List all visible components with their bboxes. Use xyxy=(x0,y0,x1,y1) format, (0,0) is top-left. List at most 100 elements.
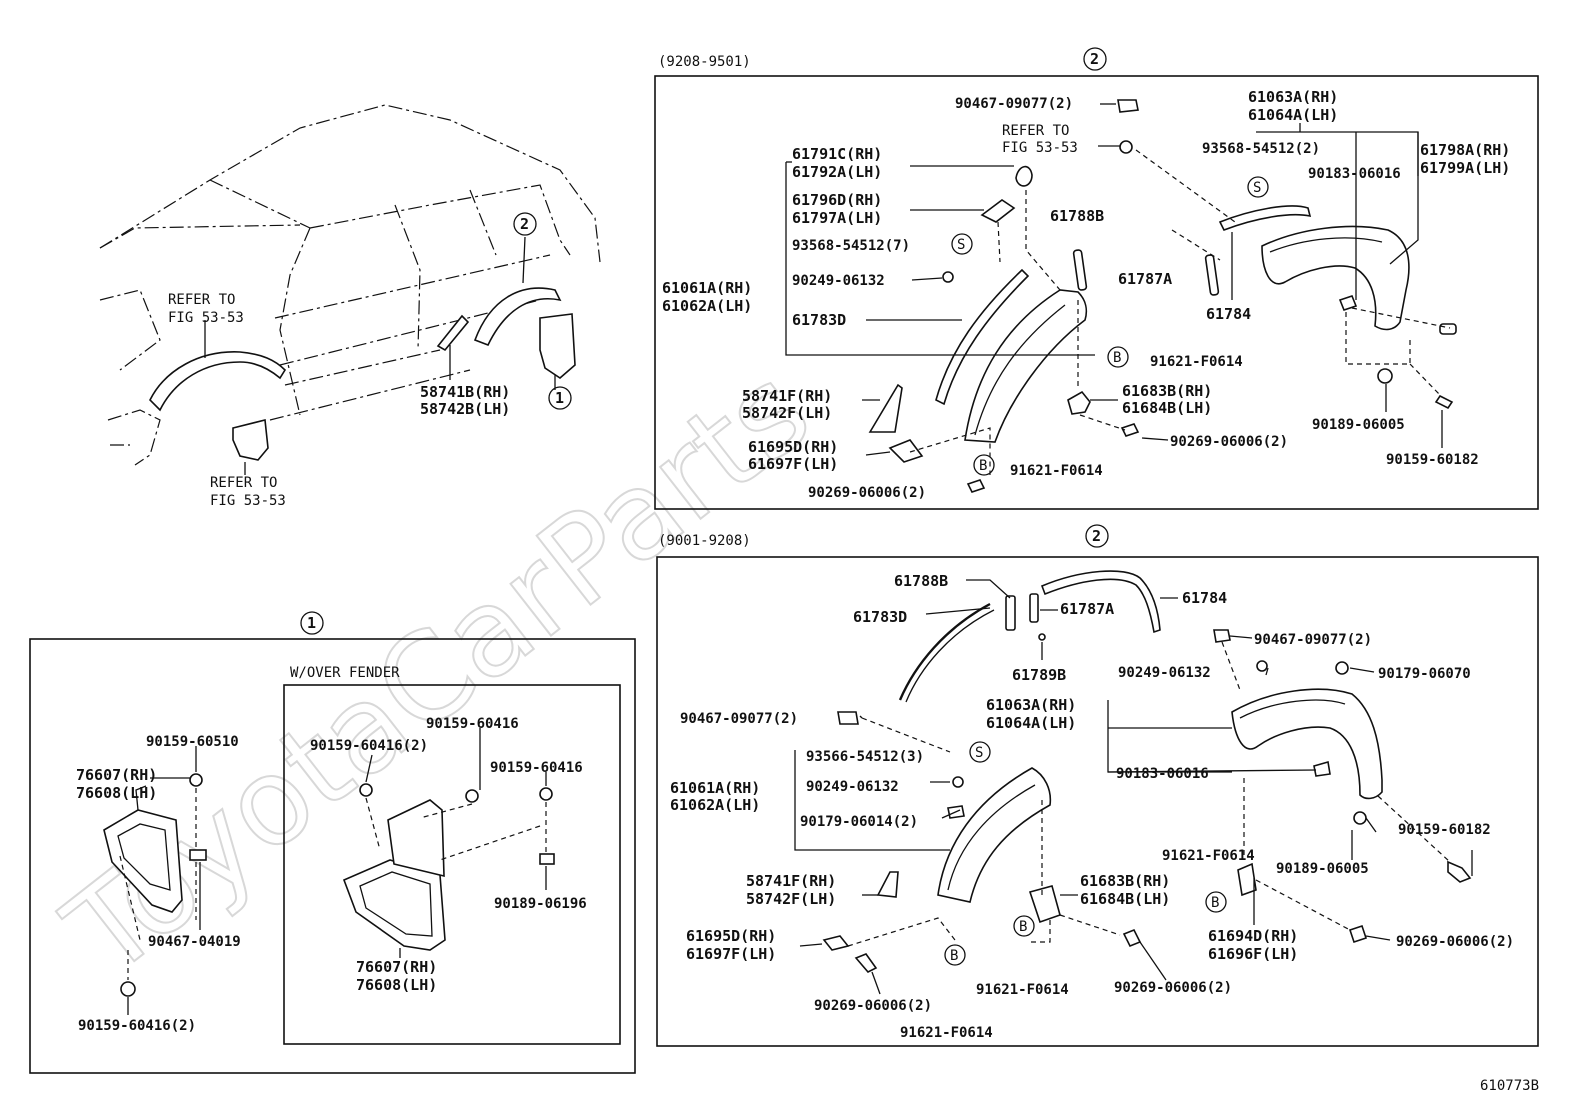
top-label-58741f[interactable]: 58741F(RH) xyxy=(742,387,832,405)
top-label-90159[interactable]: 90159-60182 xyxy=(1386,452,1479,468)
top-strip-61788b xyxy=(1072,249,1088,291)
top-label-61064a[interactable]: 61064A(LH) xyxy=(1248,106,1338,124)
top-label-61683b[interactable]: 61683B(RH) xyxy=(1122,382,1212,400)
top-label-61784[interactable]: 61784 xyxy=(1206,305,1251,323)
flap-label-90467-04019[interactable]: 90467-04019 xyxy=(148,934,241,950)
top-label-61792a[interactable]: 61792A(LH) xyxy=(792,163,882,181)
top-label-61787a[interactable]: 61787A xyxy=(1118,270,1172,288)
bottom-label-61061a[interactable]: 61061A(RH) xyxy=(670,779,760,797)
bottom-label-61064a[interactable]: 61064A(LH) xyxy=(986,714,1076,732)
top-label-93568-2[interactable]: 93568-54512(2) xyxy=(1202,141,1320,157)
bottom-label-93566[interactable]: 93566-54512(3) xyxy=(806,749,924,765)
front-over-fender xyxy=(149,351,287,412)
bottom-label-61684b[interactable]: 61684B(LH) xyxy=(1080,890,1170,908)
top-label-61684b[interactable]: 61684B(LH) xyxy=(1122,399,1212,417)
bottom-label-90269-b[interactable]: 90269-06006(2) xyxy=(1114,980,1232,996)
flap-label-90159-60416-2-left[interactable]: 90159-60416(2) xyxy=(78,1018,196,1034)
top-label-61798a[interactable]: 61798A(RH) xyxy=(1420,141,1510,159)
bottom-mark-b3: B xyxy=(944,944,966,966)
top-label-90269-a[interactable]: 90269-06006(2) xyxy=(1170,434,1288,450)
svg-text:B: B xyxy=(1019,919,1027,935)
bottom-label-61789b[interactable]: 61789B xyxy=(1012,666,1066,684)
bottom-screw-90249b xyxy=(952,776,964,788)
top-label-61061a[interactable]: 61061A(RH) xyxy=(662,279,752,297)
refer-bottom-line2[interactable]: FIG 53-53 xyxy=(210,493,286,509)
top-label-93568-7[interactable]: 93568-54512(7) xyxy=(792,238,910,254)
bottom-panel-labels: 61788B 61784 61783D 61787A 90467-09077(2… xyxy=(670,572,1514,1041)
bottom-label-90159[interactable]: 90159-60182 xyxy=(1398,822,1491,838)
flap-label-90159-60416-b[interactable]: 90159-60416 xyxy=(490,760,583,776)
bottom-label-61695d[interactable]: 61695D(RH) xyxy=(686,927,776,945)
bottom-label-90179-a[interactable]: 90179-06070 xyxy=(1378,666,1471,682)
top-label-61796d[interactable]: 61796D(RH) xyxy=(792,191,882,209)
top-label-58742f[interactable]: 58742F(LH) xyxy=(742,404,832,422)
bottom-panel-58741f xyxy=(876,871,899,898)
bottom-label-91621-a[interactable]: 91621-F0614 xyxy=(1162,848,1255,864)
bottom-label-61788b[interactable]: 61788B xyxy=(894,572,948,590)
top-label-61783d[interactable]: 61783D xyxy=(792,311,846,329)
top-label-91621-a[interactable]: 91621-F0614 xyxy=(1150,354,1243,370)
bottom-label-61683b[interactable]: 61683B(RH) xyxy=(1080,872,1170,890)
top-label-90189[interactable]: 90189-06005 xyxy=(1312,417,1405,433)
top-label-refer2[interactable]: FIG 53-53 xyxy=(1002,140,1078,156)
bottom-label-90467-a[interactable]: 90467-09077(2) xyxy=(1254,632,1372,648)
flap-label-90189-06196[interactable]: 90189-06196 xyxy=(494,896,587,912)
bottom-moulding-61783d xyxy=(898,602,991,701)
bottom-label-61783d[interactable]: 61783D xyxy=(853,608,907,626)
bottom-label-90269-c[interactable]: 90269-06006(2) xyxy=(814,998,932,1014)
overview-callout-1[interactable]: 1 xyxy=(548,386,572,410)
top-label-61788b[interactable]: 61788B xyxy=(1050,207,1104,225)
bottom-label-61696f[interactable]: 61696F(LH) xyxy=(1208,945,1298,963)
bottom-label-91621-c[interactable]: 91621-F0614 xyxy=(900,1025,993,1041)
top-label-61799a[interactable]: 61799A(LH) xyxy=(1420,159,1510,177)
bottom-label-90467-b[interactable]: 90467-09077(2) xyxy=(680,711,798,727)
top-label-61063a[interactable]: 61063A(RH) xyxy=(1248,88,1338,106)
bottom-label-58742f[interactable]: 58742F(LH) xyxy=(746,890,836,908)
top-label-61062a[interactable]: 61062A(LH) xyxy=(662,297,752,315)
top-label-61797a[interactable]: 61797A(LH) xyxy=(792,209,882,227)
flap-label-76608-left[interactable]: 76608(LH) xyxy=(76,784,157,802)
top-label-61695d[interactable]: 61695D(RH) xyxy=(748,438,838,456)
flap-label-76607-right[interactable]: 76607(RH) xyxy=(356,958,437,976)
bottom-label-61694d[interactable]: 61694D(RH) xyxy=(1208,927,1298,945)
bottom-label-61787a[interactable]: 61787A xyxy=(1060,600,1114,618)
top-rail-61784 xyxy=(1218,205,1312,232)
top-label-90183[interactable]: 90183-06016 xyxy=(1308,166,1401,182)
top-label-90269-b[interactable]: 90269-06006(2) xyxy=(808,485,926,501)
bottom-label-90183[interactable]: 90183-06016 xyxy=(1116,766,1209,782)
bottom-label-61697f[interactable]: 61697F(LH) xyxy=(686,945,776,963)
flap-label-76608-right[interactable]: 76608(LH) xyxy=(356,976,437,994)
front-mudflap xyxy=(232,419,269,461)
refer-bottom-line1[interactable]: REFER TO xyxy=(210,475,277,491)
refer-top-line2[interactable]: FIG 53-53 xyxy=(168,310,244,326)
part-58741b-label[interactable]: 58741B(RH) xyxy=(420,383,510,401)
bottom-label-61063a[interactable]: 61063A(RH) xyxy=(986,696,1076,714)
left-mudflap xyxy=(103,809,183,913)
top-panel-parts xyxy=(785,99,1457,493)
top-label-91621-b[interactable]: 91621-F0614 xyxy=(1010,463,1103,479)
top-label-90467-09077[interactable]: 90467-09077(2) xyxy=(955,96,1073,112)
part-58742b-label[interactable]: 58742B(LH) xyxy=(420,400,510,418)
bottom-label-90249-b[interactable]: 90249-06132 xyxy=(806,779,899,795)
flap-label-90159-60510[interactable]: 90159-60510 xyxy=(146,734,239,750)
flap-label-90159-60416-2-right[interactable]: 90159-60416(2) xyxy=(310,738,428,754)
refer-top-line1[interactable]: REFER TO xyxy=(168,292,235,308)
bottom-label-90249-a[interactable]: 90249-06132 xyxy=(1118,665,1211,681)
bottom-label-91621-b[interactable]: 91621-F0614 xyxy=(976,982,1069,998)
bottom-label-58741f[interactable]: 58741F(RH) xyxy=(746,872,836,890)
top-label-refer1[interactable]: REFER TO xyxy=(1002,123,1069,139)
flap-panel-parts xyxy=(103,728,555,1015)
top-label-90249[interactable]: 90249-06132 xyxy=(792,273,885,289)
flap-label-90159-60416-a[interactable]: 90159-60416 xyxy=(426,716,519,732)
top-label-61697f[interactable]: 61697F(LH) xyxy=(748,455,838,473)
bottom-label-90179-b[interactable]: 90179-06014(2) xyxy=(800,814,918,830)
bottom-label-61062a[interactable]: 61062A(LH) xyxy=(670,796,760,814)
bottom-label-90269-a[interactable]: 90269-06006(2) xyxy=(1396,934,1514,950)
bottom-bracket-61683b xyxy=(1028,885,1061,924)
top-label-61791c[interactable]: 61791C(RH) xyxy=(792,145,882,163)
top-clip-refer xyxy=(1119,140,1133,154)
bottom-label-61784[interactable]: 61784 xyxy=(1182,589,1227,607)
bottom-label-90189[interactable]: 90189-06005 xyxy=(1276,861,1369,877)
overview-callout-2[interactable]: 2 xyxy=(513,212,537,236)
flap-label-76607-left[interactable]: 76607(RH) xyxy=(76,766,157,784)
